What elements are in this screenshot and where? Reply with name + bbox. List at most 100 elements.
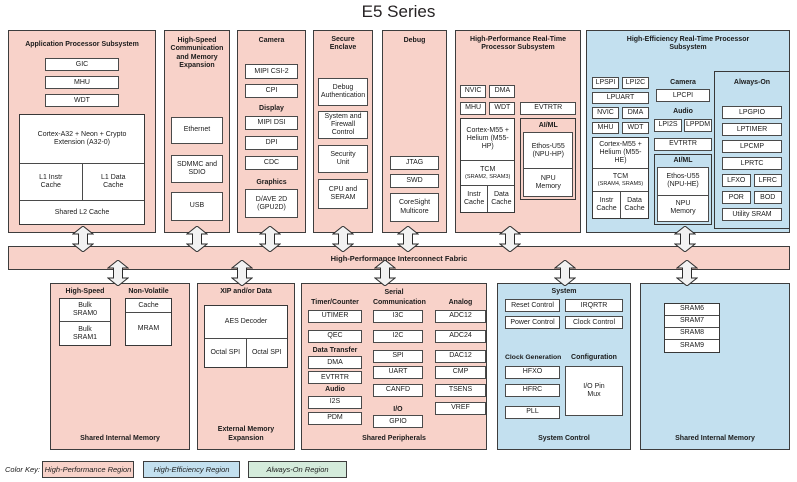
canfd-box: CANFD <box>372 383 423 397</box>
dma-box: DMA <box>308 356 362 370</box>
lpgpio-box: LPGPIO <box>722 106 782 120</box>
octal-spi-box: Octal SPI <box>210 349 241 357</box>
evtrtr-box: EVTRTR <box>520 101 576 115</box>
sram8-box: SRAM8 <box>665 328 719 340</box>
tcm-label: TCM <box>612 172 629 180</box>
bidirectional-arrow <box>72 226 94 252</box>
cortex-m55-hp-group: Cortex-M55 + Helium (M55-HP) TCM (SRAM2,… <box>460 117 516 213</box>
cortex-a32-group: Cortex-A32 + Neon + Crypto Extension (A3… <box>19 114 145 226</box>
mhu-box: MHU <box>592 121 619 134</box>
pdm-box: PDM <box>308 411 362 425</box>
lpcmp-box: LPCMP <box>722 140 782 154</box>
l1-instr-cache-box: L1 Instr Cache <box>20 164 82 202</box>
analog-column: Analog ADC12 ADC24 DAC12 CMP TSENS VREF <box>434 299 486 428</box>
wdt-box: WDT <box>622 121 649 134</box>
bidirectional-arrow <box>259 226 281 252</box>
uart-box: UART <box>372 365 423 379</box>
pll-box: PLL <box>505 405 560 419</box>
secure-enclave-block: Secure Enclave Debug Authentication Syst… <box>313 30 373 233</box>
sram7-box: SRAM7 <box>665 316 719 328</box>
block-footer: Shared Internal Memory <box>80 434 160 442</box>
cache-box: Cache <box>126 299 171 314</box>
bidirectional-arrow <box>231 260 253 286</box>
lpi2s-box: LPI2S <box>654 118 682 132</box>
wdt-box: WDT <box>489 101 516 115</box>
xip-group: AES Decoder Octal SPI Octal SPI <box>204 305 288 369</box>
non-volatile-header: Non-Volatile <box>128 288 169 295</box>
lpcpi-box: LPCPI <box>656 89 710 103</box>
aiml-group: AI/ML Ethos-U55 (NPU-HE) NPU Memory <box>654 153 712 225</box>
interconnect-fabric-bar: High-Performance Interconnect Fabric <box>8 246 790 270</box>
lprtc-box: LPRTC <box>722 157 782 171</box>
tcm-sram-label: (SRAM4, SRAM5) <box>597 180 644 187</box>
bod-box: BOD <box>753 191 782 205</box>
non-volatile-column: Non-Volatile Cache MRAM <box>125 288 172 347</box>
lfrc-box: LFRC <box>753 174 782 188</box>
system-firewall-control-box: System and Firewall Control <box>318 110 368 139</box>
cortex-m55-he-box: Cortex-M55 + Helium (M55-HE) <box>593 138 648 169</box>
dpi-box: DPI <box>245 135 298 150</box>
npu-memory-box: NPU Memory <box>670 200 696 216</box>
high-speed-comm-memory-expansion-block: High-Speed Communication and Memory Expa… <box>164 30 230 233</box>
mhu-box: MHU <box>45 76 119 90</box>
communication-header: Communication <box>372 299 426 307</box>
dma-box: DMA <box>622 106 649 119</box>
bidirectional-arrow <box>554 260 576 286</box>
lppdm-box: LPPDM <box>684 118 712 132</box>
power-control-box: Power Control <box>505 316 560 330</box>
tcm-label: TCM <box>480 165 496 173</box>
cpi-box: CPI <box>245 84 298 99</box>
l1-data-cache-box: L1 Data Cache <box>81 164 144 202</box>
block-title: High-Speed Communication and Memory Expa… <box>170 37 224 70</box>
utimer-box: UTIMER <box>308 309 362 323</box>
bidirectional-arrow <box>676 260 698 286</box>
high-speed-header: High-Speed <box>65 288 105 295</box>
ethernet-box: Ethernet <box>171 116 223 144</box>
color-key-label: Color Key: <box>5 465 41 474</box>
bidirectional-arrow <box>107 260 129 286</box>
bidirectional-arrow <box>374 260 396 286</box>
bidirectional-arrow <box>674 226 696 252</box>
high-efficiency-rt-subsystem-block: High-Efficiency Real-Time Processor Subs… <box>586 30 790 233</box>
serial-header: Serial <box>384 289 404 296</box>
serial-comm-column: Communication I3C I2C SPI UART CANFD I/O… <box>372 299 426 429</box>
vref-box: VREF <box>434 401 486 415</box>
hprt-cpu-column: NVIC DMA MHU WDT Cortex-M55 + Helium (M5… <box>460 84 516 213</box>
block-footer: System Control <box>538 434 590 442</box>
always-on-header: Always-On <box>733 79 771 86</box>
debug-authentication-box: Debug Authentication <box>318 77 368 106</box>
io-pin-mux-box: I/O Pin Mux <box>565 365 623 416</box>
bidirectional-arrow <box>499 226 521 252</box>
block-title: High-Performance Real-Time Processor Sub… <box>470 36 566 52</box>
block-title: Application Processor Subsystem <box>25 41 139 48</box>
aiml-header: AI/ML <box>538 121 558 129</box>
high-speed-group: Bulk SRAM0 Bulk SRAM1 <box>59 298 111 347</box>
irqrtr-box: IRQRTR <box>565 299 623 313</box>
data-transfer-header: Data Transfer <box>312 346 358 354</box>
ethos-u55-hp-box: Ethos-U55 (NPU-HP) <box>524 133 572 170</box>
sdmmc-sdio-box: SDMMC and SDIO <box>171 154 223 183</box>
lfxo-box: LFXO <box>722 174 751 188</box>
dma-box: DMA <box>489 84 516 98</box>
spacer <box>383 45 446 156</box>
jtag-box: JTAG <box>390 156 439 170</box>
application-processor-subsystem-block: Application Processor Subsystem GIC MHU … <box>8 30 156 233</box>
clock-generation-column: HFXO HFRC PLL <box>505 365 560 419</box>
tcm-sram-label: (SRAM2, SRAM3) <box>465 173 511 180</box>
npu-group: Ethos-U55 (NPU-HE) NPU Memory <box>657 166 709 222</box>
coresight-multicore-box: CoreSight Multicore <box>390 193 439 222</box>
hprt-npu-column: EVTRTR AI/ML Ethos-U55 (NPU-HP) NPU Memo… <box>520 85 576 213</box>
aiml-header: AI/ML <box>673 156 693 164</box>
block-title: Debug <box>403 37 426 44</box>
cmp-box: CMP <box>434 365 486 379</box>
lptimer-box: LPTIMER <box>722 123 782 137</box>
non-volatile-group: Cache MRAM <box>125 298 172 347</box>
swd-box: SWD <box>390 174 439 188</box>
shared-peripherals-block: Serial Timer/Counter UTIMER QEC Data Tra… <box>301 283 487 450</box>
fabric-label: High-Performance Interconnect Fabric <box>330 253 468 263</box>
spi-box: SPI <box>372 349 423 363</box>
octal-spi-box: Octal SPI <box>245 339 288 368</box>
lpspi-box: LPSPI <box>592 76 619 89</box>
tcm-box: TCM (SRAM2, SRAM3) <box>461 161 515 186</box>
adc12-box: ADC12 <box>434 309 486 323</box>
